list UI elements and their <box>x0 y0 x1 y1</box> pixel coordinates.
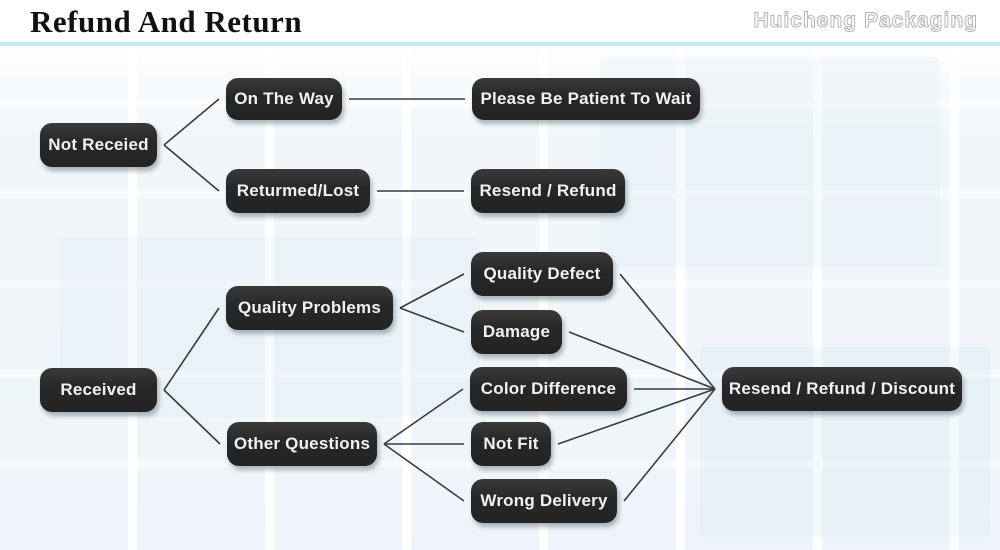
edge-received-to-other-questions <box>163 389 221 445</box>
flowchart-node-quality-problems: Quality Problems <box>226 286 393 330</box>
edge-other-questions-to-wrong-delivery <box>383 443 465 502</box>
edge-not-received-to-returned-lost <box>163 144 220 192</box>
edge-wrong-delivery-to-resolution <box>623 388 716 502</box>
page-title: Refund And Return <box>30 4 303 39</box>
flowchart-node-wrong-delivery: Wrong Delivery <box>471 479 617 523</box>
edge-received-to-quality-problems <box>163 307 220 391</box>
brand-watermark: Huicheng Packaging <box>753 9 978 33</box>
flowchart-node-resolution: Resend / Refund / Discount <box>722 367 962 411</box>
flowchart: Not Receied On The Way Please Be Patient T… <box>0 47 1000 550</box>
flowchart-node-color-difference: Color Difference <box>470 367 627 411</box>
flowchart-node-not-fit: Not Fit <box>471 422 551 466</box>
flowchart-node-returned-lost: Returmed/Lost <box>226 169 370 213</box>
flowchart-node-damage: Damage <box>471 310 562 354</box>
edge-not-fit-to-resolution <box>557 388 716 445</box>
edge-other-questions-to-color-difference <box>383 388 464 445</box>
edge-quality-problems-to-damage <box>399 307 465 333</box>
edge-quality-problems-to-quality-defect <box>399 273 465 309</box>
flowchart-edges <box>163 98 716 502</box>
flowchart-node-quality-defect: Quality Defect <box>471 252 613 296</box>
flowchart-node-not-received: Not Receied <box>40 123 157 167</box>
flowchart-node-resend-refund: Resend / Refund <box>471 169 625 213</box>
flowchart-node-please-wait: Please Be Patient To Wait <box>472 78 700 120</box>
edge-quality-defect-to-resolution <box>619 273 716 390</box>
header: Refund And Return Huicheng Packaging <box>0 0 1000 47</box>
edge-not-received-to-on-the-way <box>163 98 220 146</box>
flowchart-node-other-questions: Other Questions <box>227 422 377 466</box>
edge-damage-to-resolution <box>568 331 716 390</box>
flowchart-node-received: Received <box>40 368 157 412</box>
flowchart-node-on-the-way: On The Way <box>226 78 342 120</box>
header-divider <box>0 42 1000 46</box>
